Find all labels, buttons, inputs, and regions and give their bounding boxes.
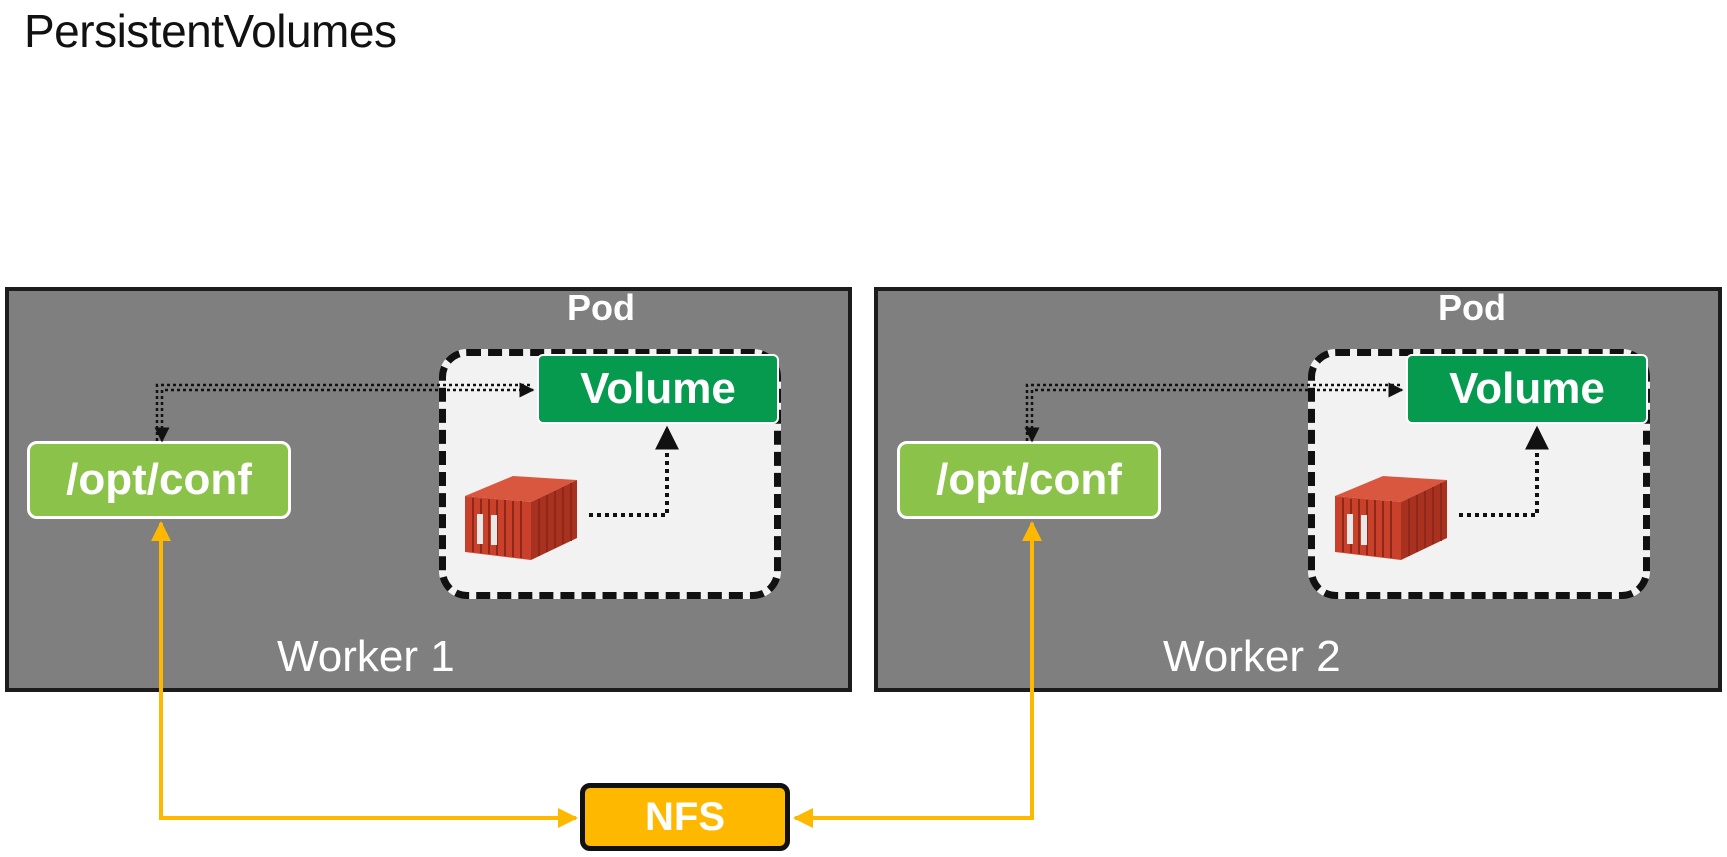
shipping-container-icon bbox=[1335, 476, 1447, 560]
nfs-to-worker-1-link bbox=[151, 521, 578, 828]
worker-1-volume: Volume bbox=[537, 354, 779, 424]
worker-1-opt-conf-path: /opt/conf bbox=[27, 441, 291, 519]
worker-2-mount-link bbox=[1024, 382, 1404, 443]
worker-2-pod-label: Pod bbox=[1438, 287, 1506, 328]
page-title: PersistentVolumes bbox=[24, 5, 397, 57]
nfs-to-worker-2-link bbox=[793, 521, 1042, 828]
worker-1-container-to-volume-link bbox=[589, 425, 679, 517]
worker-2-opt-conf-path: /opt/conf bbox=[897, 441, 1161, 519]
worker-1-pod-label: Pod bbox=[567, 287, 635, 328]
worker-1-mount-link bbox=[154, 382, 535, 443]
worker-2-label: Worker 2 bbox=[1163, 632, 1341, 681]
worker-2-container-to-volume-link bbox=[1459, 425, 1549, 517]
nfs-server: NFS bbox=[580, 783, 790, 851]
worker-2-volume: Volume bbox=[1406, 354, 1648, 424]
